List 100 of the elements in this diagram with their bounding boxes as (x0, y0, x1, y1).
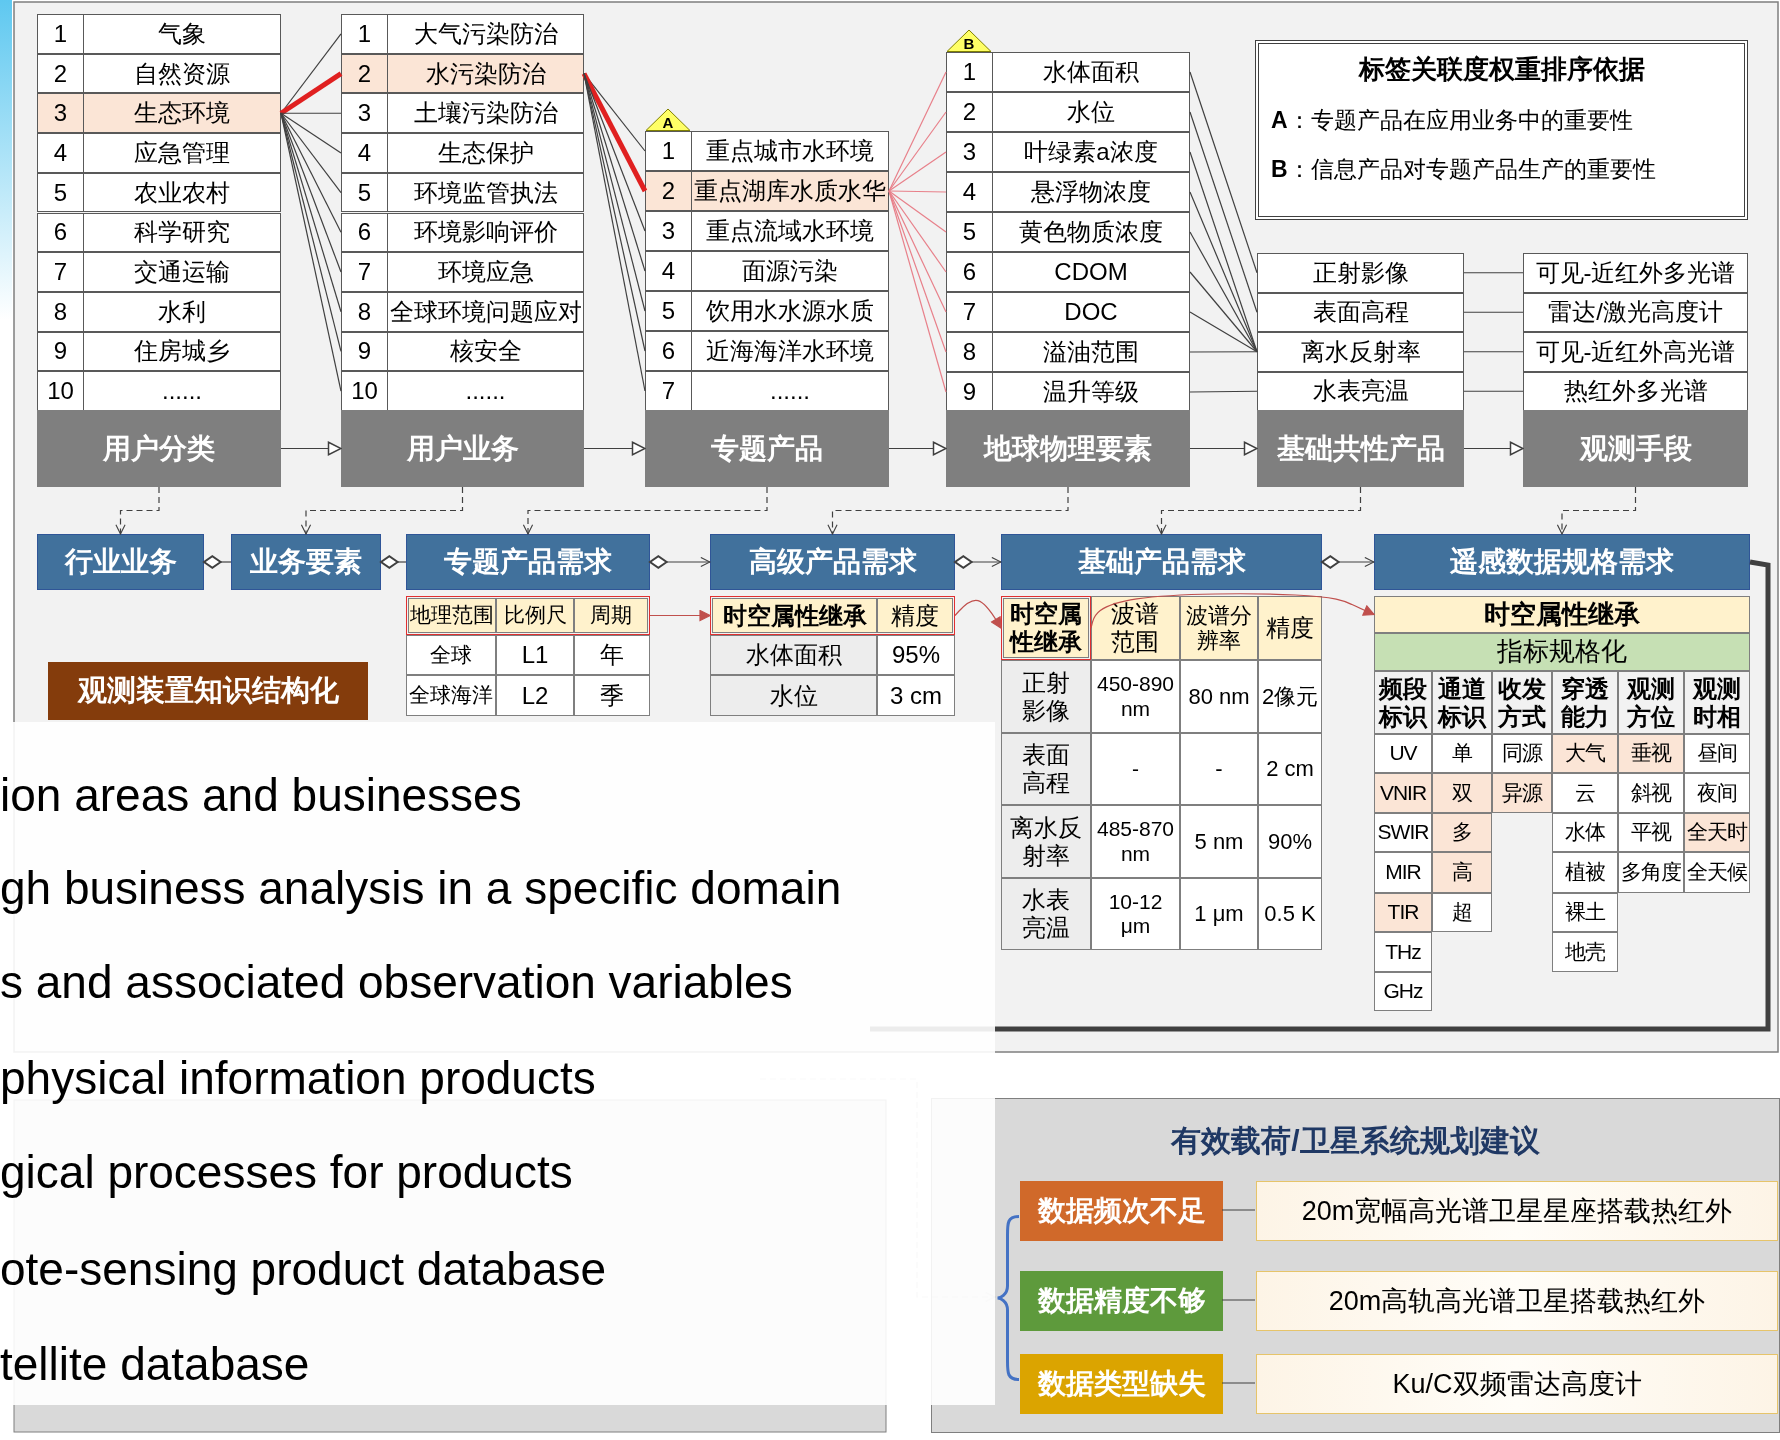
row-label: ...... (769, 376, 811, 406)
row-label: 重点流域水环境 (705, 216, 875, 246)
table-cell: GHz (1374, 972, 1432, 1011)
highlight-frame (710, 596, 955, 635)
table-cell: 裸土 (1552, 893, 1618, 932)
triangle-badge: A (645, 108, 691, 131)
connector-line (888, 151, 947, 192)
arrow (649, 609, 711, 622)
row-number: 6 (947, 253, 993, 291)
table-cell: 地理范围 (408, 598, 496, 633)
table-cell: 正射影像 (1001, 660, 1091, 733)
arrow (1321, 555, 1375, 569)
dashed-arrow (827, 486, 1069, 535)
table-row (946, 252, 1190, 292)
connector-line (1221, 1299, 1256, 1301)
table-row (1257, 253, 1464, 293)
table-row (645, 131, 889, 171)
row-number: 1 (947, 53, 993, 91)
row-label: 水体面积 (1042, 57, 1140, 87)
table-cell: 多角度 (1618, 852, 1684, 893)
connector-line (1463, 272, 1524, 274)
arrow (1189, 441, 1258, 456)
row-label: 正射影像 (1311, 257, 1410, 288)
category-header: 用户业务 (341, 410, 584, 487)
arrow (1090, 593, 1375, 629)
connector-line (888, 190, 947, 193)
table-row (946, 172, 1190, 212)
row-number: 9 (342, 332, 388, 371)
connector-line (279, 71, 343, 116)
connector-line (1189, 71, 1258, 274)
table-cell: 异源 (1492, 773, 1552, 813)
table-cell: 指标规格化 (1374, 633, 1750, 671)
aggregation-line (380, 555, 407, 569)
table-cell: 地壳 (1552, 932, 1618, 972)
overlay-text: tellite database (0, 1337, 310, 1392)
table-cell: THz (1374, 932, 1432, 972)
table-cell: 95% (877, 635, 955, 675)
overlay-text: s and associated observation variables (0, 955, 793, 1010)
table-cell: 时空属性继承 (712, 598, 877, 633)
row-label: 交通运输 (133, 257, 231, 288)
table-cell: 10-12 μm (1091, 878, 1180, 950)
arrow (1463, 441, 1524, 456)
category-header: 专题产品 (645, 410, 889, 487)
requirement-header: 专题产品需求 (406, 534, 650, 590)
requirement-header: 行业业务 (37, 534, 204, 590)
connector-line (1189, 191, 1258, 353)
table-cell: 2 cm (1258, 733, 1322, 805)
connector-line (1189, 111, 1258, 313)
row-label: 重点湖库水质水华 (693, 176, 887, 206)
table-cell: 比例尺 (496, 598, 574, 633)
table-cell: 90% (1258, 805, 1322, 878)
aggregation-line (203, 555, 232, 569)
row-number: 3 (947, 133, 993, 171)
row-label: 面源污染 (741, 256, 839, 286)
category-header: 基础共性产品 (1257, 410, 1464, 487)
table-cell: 昼间 (1684, 734, 1750, 773)
table-cell: 80 nm (1180, 660, 1258, 733)
table-row (1523, 253, 1748, 293)
connector-line (888, 190, 947, 353)
arrow (954, 555, 1002, 569)
table-cell: 485-870 nm (1091, 805, 1180, 878)
table-cell: 观测时相 (1684, 671, 1750, 734)
row-number: 8 (38, 292, 84, 331)
row-number: 7 (38, 253, 84, 291)
table-cell: 季 (574, 675, 650, 716)
requirement-header: 高级产品需求 (710, 534, 955, 590)
table-row (341, 14, 584, 54)
table-row (341, 291, 584, 332)
dashed-arrow (115, 486, 160, 535)
table-row (341, 133, 584, 173)
table-cell: 频段标识 (1374, 671, 1432, 734)
inheritance-row: 时空属性继承 (1374, 596, 1750, 633)
table-row (645, 251, 889, 291)
table-cell: 双 (1432, 773, 1492, 813)
row-label: 离水反射率 (1299, 336, 1422, 367)
table-row (946, 332, 1190, 372)
connector-line (888, 111, 947, 192)
table-cell: 表面高程 (1001, 733, 1091, 805)
row-number: 3 (342, 94, 388, 133)
row-label: 饮用水水源水质 (705, 296, 875, 326)
table-cell: - (1091, 733, 1180, 805)
table-row (37, 14, 281, 54)
table-row (946, 52, 1190, 92)
highlight-frame (406, 596, 650, 635)
suggestion-box: Ku/C双频雷达高度计 (1256, 1354, 1778, 1414)
arrow (649, 555, 711, 569)
connector-line (1463, 311, 1524, 313)
triangle-badge: B (946, 29, 992, 52)
table-cell: VNIR (1374, 773, 1432, 813)
category-header: 地球物理要素 (946, 410, 1190, 487)
row-label: 重点城市水环境 (705, 136, 875, 166)
connector-line (1221, 1209, 1256, 1211)
connector-line (888, 190, 947, 233)
table-cell: L1 (496, 635, 574, 675)
row-number: 4 (342, 134, 388, 172)
table-row (1257, 332, 1464, 372)
table-row (341, 212, 584, 253)
row-label: 自然资源 (133, 58, 231, 89)
table-row (341, 172, 584, 213)
connector-line (1463, 390, 1524, 392)
